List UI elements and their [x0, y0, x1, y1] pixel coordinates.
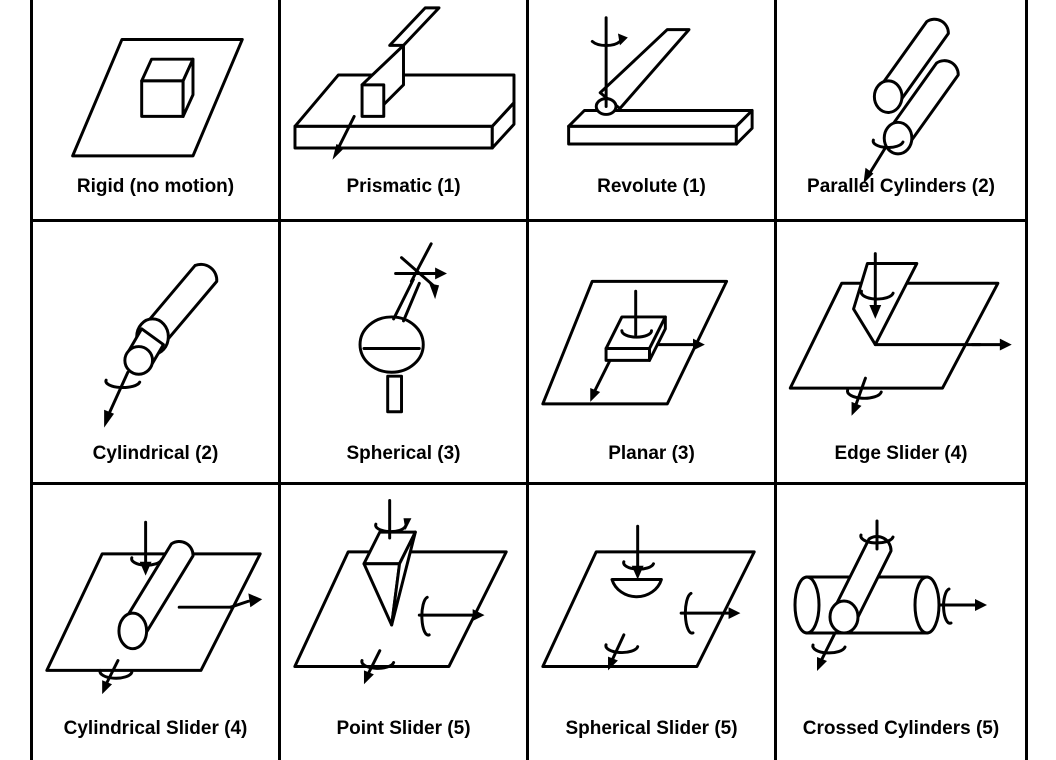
joint-label: Crossed Cylinders (5) — [802, 718, 1000, 739]
joint-label: Rigid (no motion) — [76, 176, 235, 197]
joint-cell-prismatic: Prismatic (1) — [281, 0, 529, 222]
planar-joint-icon — [541, 279, 729, 406]
joint-label: Spherical Slider (5) — [565, 718, 738, 739]
joint-cell-revolute: Revolute (1) — [529, 0, 777, 222]
joint-label: Parallel Cylinders (2) — [807, 176, 995, 197]
joint-label: Cylindrical (2) — [92, 443, 219, 464]
joint-label: Revolute (1) — [597, 176, 706, 197]
joint-types-diagram: Rigid (no motion) Prismatic (1) — [30, 0, 1028, 760]
joint-cell-point-slider: Point Slider (5) — [281, 485, 529, 760]
joint-cell-parallel-cylinders: Parallel Cylinders (2) — [777, 0, 1025, 222]
parallel-cylinders-joint-icon — [863, 17, 960, 184]
rigid-joint-icon — [71, 37, 244, 158]
joint-cell-cylindrical: Cylindrical (2) — [33, 222, 281, 485]
revolute-joint-icon — [567, 16, 754, 146]
joint-cell-spherical: Spherical (3) — [281, 222, 529, 485]
spherical-slider-joint-icon — [541, 524, 756, 671]
point-slider-joint-icon — [293, 499, 508, 685]
joint-cell-crossed-cylinders: Crossed Cylinders (5) — [777, 485, 1025, 760]
joint-label: Spherical (3) — [346, 443, 461, 464]
joint-label: Point Slider (5) — [336, 718, 471, 739]
joint-label: Cylindrical Slider (4) — [63, 718, 248, 739]
edge-slider-joint-icon — [788, 252, 1012, 416]
joint-cell-edge-slider: Edge Slider (4) — [777, 222, 1025, 485]
joint-cell-cylindrical-slider: Cylindrical Slider (4) — [33, 485, 281, 760]
joint-label: Planar (3) — [608, 443, 695, 464]
joint-cell-planar: Planar (3) — [529, 222, 777, 485]
joint-label: Prismatic (1) — [346, 176, 461, 197]
spherical-joint-icon — [358, 242, 447, 414]
joint-cell-spherical-slider: Spherical Slider (5) — [529, 485, 777, 760]
crossed-cylinders-joint-icon — [793, 519, 987, 671]
prismatic-joint-icon — [293, 6, 516, 160]
joint-label: Edge Slider (4) — [834, 443, 968, 464]
joint-cell-rigid: Rigid (no motion) — [33, 0, 281, 222]
joint-grid: Rigid (no motion) Prismatic (1) — [33, 0, 1025, 760]
cylindrical-joint-icon — [104, 262, 219, 428]
cylindrical-slider-joint-icon — [45, 520, 263, 695]
